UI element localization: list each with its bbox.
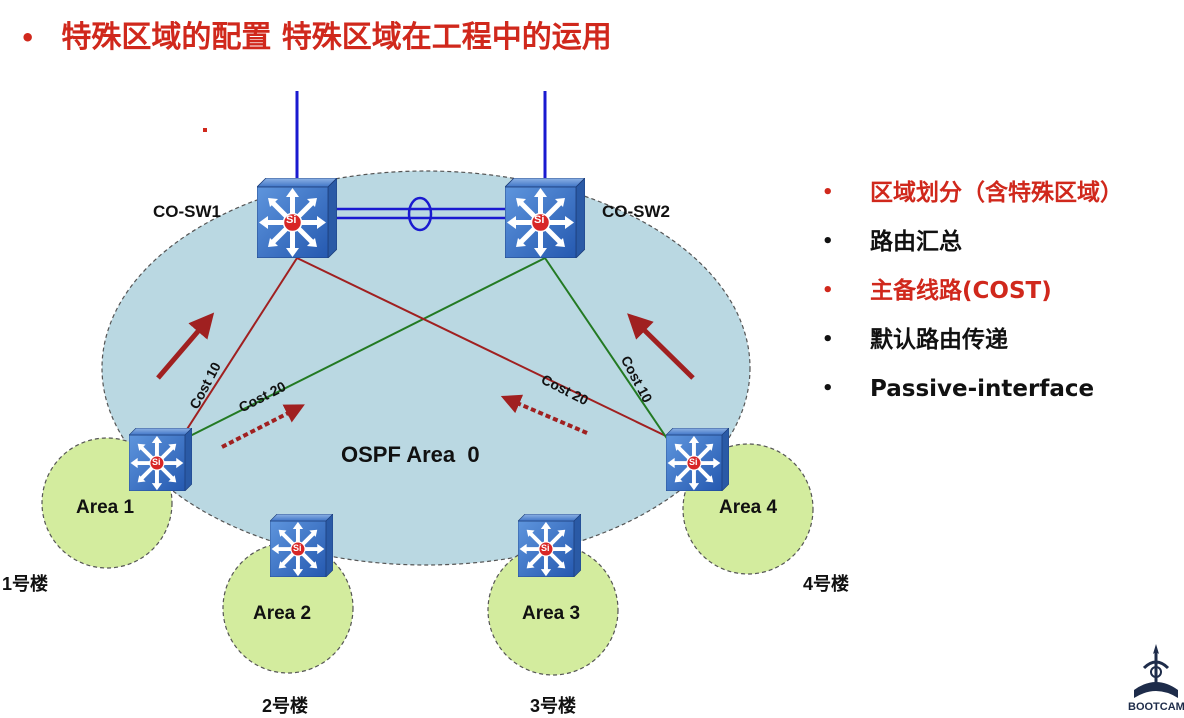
primary-arrow-left xyxy=(156,312,215,380)
building-4-label: 4号楼 xyxy=(803,574,850,594)
link-area4-sw1 xyxy=(296,257,669,438)
title-bullet: • xyxy=(20,24,36,52)
area-3-zone xyxy=(487,544,619,676)
building-3-label: 3号楼 xyxy=(530,696,577,716)
area-3-label: Area 3 xyxy=(522,603,581,624)
sw-badge: Si xyxy=(689,457,698,467)
core-switch-2-label: CO-SW2 xyxy=(602,202,670,221)
topic-item: •默认路由传递 xyxy=(822,315,1123,364)
building-2-label: 2号楼 xyxy=(262,696,309,716)
bootcamp-logo-icon xyxy=(1134,644,1178,698)
backup-arrow-right xyxy=(500,394,588,435)
logo-text: BOOTCAMP xyxy=(1128,701,1184,713)
core-switch-2-icon xyxy=(505,178,585,258)
backbone-area-label: OSPF Area 0 xyxy=(341,442,480,467)
link-area1-sw2 xyxy=(181,257,546,441)
topic-text: Passive-interface xyxy=(870,375,1095,402)
area-4-label: Area 4 xyxy=(719,497,778,518)
backup-arrow-left xyxy=(221,404,305,449)
building-1-label: 1号楼 xyxy=(2,574,49,594)
topic-text: 主备线路(COST) xyxy=(870,277,1052,304)
topic-text: 路由汇总 xyxy=(870,228,962,255)
sw-badge: Si xyxy=(286,214,297,226)
primary-arrow-right xyxy=(627,313,695,380)
topic-text: 区域划分（含特殊区域） xyxy=(870,179,1123,206)
core-switch-1-icon xyxy=(257,178,337,258)
core-switch-1-label: CO-SW1 xyxy=(153,202,221,221)
slide-title: • 特殊区域的配置 特殊区域在工程中的运用 xyxy=(20,18,612,58)
red-mark xyxy=(203,128,207,132)
title-text: 特殊区域的配置 特殊区域在工程中的运用 xyxy=(61,20,612,55)
link-area1-sw1 xyxy=(181,257,298,438)
topic-item: •路由汇总 xyxy=(822,217,1123,266)
etherchannel-ring xyxy=(407,196,433,232)
area-2-label: Area 2 xyxy=(253,603,312,624)
sw-badge: Si xyxy=(541,543,550,553)
topic-item: •主备线路(COST) xyxy=(822,266,1123,315)
topic-text: 默认路由传递 xyxy=(870,326,1008,353)
topic-item: •Passive-interface xyxy=(822,364,1123,413)
topic-list: •区域划分（含特殊区域） •路由汇总 •主备线路(COST) •默认路由传递 •… xyxy=(822,168,1123,413)
sw-badge: Si xyxy=(293,543,302,553)
topic-item: •区域划分（含特殊区域） xyxy=(822,168,1123,217)
link-area4-sw2 xyxy=(544,257,669,441)
area-1-label: Area 1 xyxy=(76,497,135,518)
backbone-area xyxy=(101,170,751,566)
sw-badge: Si xyxy=(534,214,545,226)
sw-badge: Si xyxy=(152,457,161,467)
